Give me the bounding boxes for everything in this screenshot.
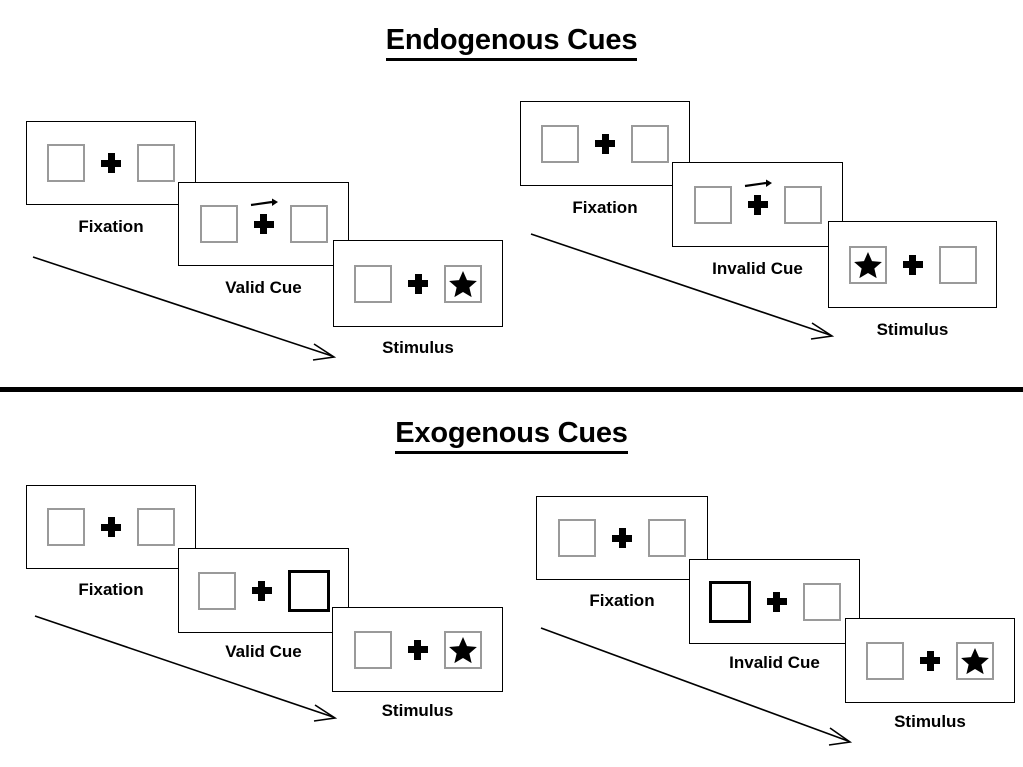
plus-icon — [250, 198, 278, 234]
stimulus-array — [558, 519, 686, 557]
plus-icon — [101, 517, 121, 537]
trial-frame-endogenous-valid-fixation — [26, 121, 196, 205]
stimulus-array — [47, 144, 175, 182]
placeholder-box-right-target — [443, 630, 482, 669]
trial-frame-endogenous-invalid-fixation — [520, 101, 690, 186]
placeholder-box-right-target — [444, 264, 482, 303]
star-icon — [853, 251, 882, 278]
stimulus-array — [354, 264, 482, 303]
stimulus-array — [199, 198, 328, 243]
stimulus-array — [541, 124, 669, 163]
placeholder-box-left — [866, 641, 904, 680]
star-icon — [448, 636, 477, 663]
placeholder-box-right — [938, 245, 977, 284]
star-icon — [449, 270, 477, 297]
placeholder-box-left — [47, 144, 85, 182]
placeholder-box-left — [47, 508, 85, 546]
placeholder-box-right — [289, 205, 328, 243]
placeholder-box-left — [693, 185, 732, 224]
caption-exogenous-valid-stimulus: Stimulus — [381, 701, 454, 720]
caption-exogenous-invalid-stimulus: Stimulus — [894, 712, 966, 731]
placeholder-box-left — [558, 519, 596, 557]
trial-frame-exogenous-invalid-fixation — [536, 496, 708, 580]
placeholder-box-right — [802, 582, 841, 621]
plus-icon — [902, 254, 923, 275]
caption-exogenous-valid-cue: Valid Cue — [225, 642, 302, 661]
caption-endogenous-valid-cue: Valid Cue — [225, 278, 302, 297]
placeholder-box-right — [137, 144, 175, 182]
arrow-right-icon — [250, 198, 278, 207]
stimulus-array — [708, 580, 841, 623]
stimulus-array — [353, 630, 482, 669]
plus-icon — [612, 528, 632, 548]
trial-frame-exogenous-valid-stimulus — [332, 607, 503, 692]
trial-frame-endogenous-valid-cue — [178, 182, 349, 266]
placeholder-box-right-cued — [287, 569, 330, 612]
placeholder-box-right — [648, 519, 686, 557]
stimulus-array — [197, 569, 330, 612]
placeholder-box-left-cued — [708, 580, 751, 623]
plus-icon — [744, 179, 772, 215]
trial-frame-endogenous-invalid-cue — [672, 162, 843, 247]
plus-icon — [766, 591, 787, 612]
plus-icon — [101, 153, 121, 173]
caption-endogenous-valid-stimulus: Stimulus — [382, 338, 454, 357]
section-title-exogenous-text: Exogenous Cues — [395, 417, 628, 454]
trial-frame-exogenous-valid-fixation — [26, 485, 196, 569]
plus-icon — [595, 133, 615, 154]
stimulus-array — [848, 245, 977, 284]
trial-frame-endogenous-valid-stimulus — [333, 240, 503, 327]
plus-icon — [251, 580, 272, 601]
placeholder-box-right — [783, 185, 822, 224]
star-icon — [961, 647, 989, 674]
caption-endogenous-invalid-cue: Invalid Cue — [712, 259, 803, 278]
placeholder-box-left-target — [848, 245, 887, 284]
caption-exogenous-invalid-fixation: Fixation — [589, 591, 655, 610]
placeholder-box-right-target — [956, 641, 994, 680]
section-title-endogenous: Endogenous Cues — [0, 24, 1023, 61]
caption-exogenous-valid-fixation: Fixation — [78, 580, 144, 599]
caption-endogenous-invalid-stimulus: Stimulus — [876, 320, 949, 339]
trial-frame-exogenous-invalid-cue — [689, 559, 860, 644]
trial-frame-exogenous-valid-cue — [178, 548, 349, 633]
stimulus-array — [866, 641, 994, 680]
section-title-endogenous-text: Endogenous Cues — [385, 24, 637, 61]
caption-endogenous-invalid-fixation: Fixation — [572, 198, 638, 217]
plus-icon — [407, 639, 428, 660]
plus-icon — [408, 273, 428, 294]
caption-endogenous-valid-fixation: Fixation — [78, 217, 144, 236]
placeholder-box-left — [354, 264, 392, 303]
caption-exogenous-invalid-cue: Invalid Cue — [729, 653, 820, 672]
arrow-right-icon — [744, 179, 772, 187]
plus-icon — [920, 650, 940, 671]
section-divider — [0, 387, 1023, 392]
stimulus-array — [693, 179, 822, 224]
placeholder-box-right — [137, 508, 175, 546]
section-title-exogenous: Exogenous Cues — [0, 417, 1023, 454]
placeholder-box-left — [199, 205, 238, 243]
placeholder-box-left — [541, 124, 579, 163]
trial-frame-exogenous-invalid-stimulus — [845, 618, 1015, 703]
placeholder-box-right — [631, 124, 669, 163]
stimulus-array — [47, 508, 175, 546]
placeholder-box-left — [197, 571, 236, 610]
placeholder-box-left — [353, 630, 392, 669]
trial-frame-endogenous-invalid-stimulus — [828, 221, 997, 308]
